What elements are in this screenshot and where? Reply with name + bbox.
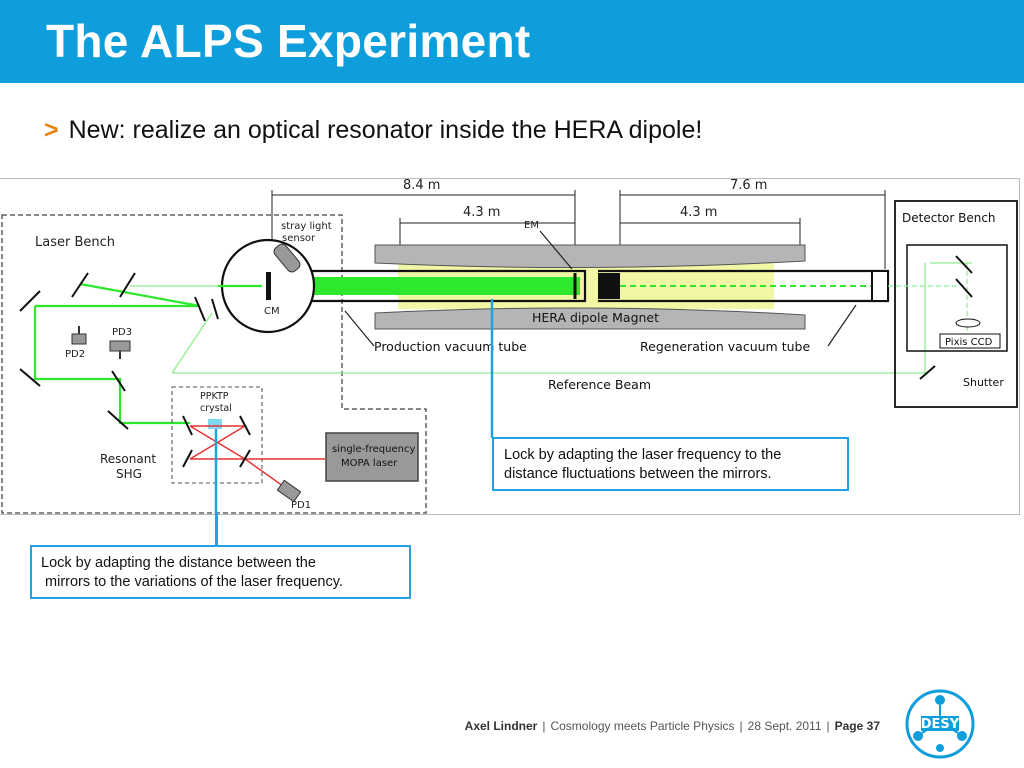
callout-mirror-distance-lock: Lock by adapting the distance between th… [30, 545, 411, 599]
mopa-label-2: MOPA laser [341, 458, 398, 469]
shg-red-cavity [189, 425, 325, 492]
reference-beam-path [130, 262, 972, 374]
cm-label: CM [264, 306, 280, 317]
light-blocking-wall [598, 273, 620, 299]
bullet-marker: > [44, 116, 59, 144]
alps-setup-schematic: Laser Bench 8.4 m 7.6 m 4.3 m 4.3 m HERA… [1, 178, 1018, 515]
resonant-shg-label-1: Resonant [100, 452, 156, 466]
footer-separator-3: | [826, 719, 830, 733]
slide-title: The ALPS Experiment [46, 15, 531, 67]
detector-beam-path [888, 263, 968, 331]
shg-mirrors [182, 415, 251, 468]
detector-mirrors [919, 255, 973, 380]
pd3-label: PD3 [112, 327, 132, 338]
dimension-right-half: 4.3 m [680, 205, 717, 220]
laser-bench-label: Laser Bench [35, 235, 115, 250]
tube-window [871, 270, 889, 302]
laser-bench-outline [1, 214, 427, 514]
production-tube-pointer [344, 310, 375, 347]
pixis-ccd [939, 333, 1001, 349]
detector-bench-label: Detector Bench [902, 211, 996, 225]
dimension-right-total: 7.6 m [730, 179, 767, 193]
ppktp-label-1: PPKTP [200, 391, 229, 402]
em-pointer [539, 230, 573, 270]
dimension-left-total: 8.4 m [403, 179, 440, 193]
pd2-detector [71, 326, 87, 345]
resonant-shg-label-2: SHG [116, 467, 142, 481]
footer-talk: Cosmology meets Particle Physics [550, 719, 735, 733]
title-bar: The ALPS Experiment [0, 0, 1024, 83]
magnet-lower-pole [374, 307, 806, 330]
ppktp-crystal [208, 419, 222, 429]
em-label: EM [524, 220, 539, 231]
magnet-upper-pole [374, 244, 806, 269]
ppktp-label-2: crystal [200, 403, 232, 414]
dimension-left-half: 4.3 m [463, 205, 500, 220]
regeneration-tube-label: Regeneration vacuum tube [640, 339, 810, 354]
pixis-ccd-label: Pixis CCD [945, 337, 993, 348]
detector-inner-box [906, 244, 1008, 352]
footer-date: 28 Sept. 2011 [747, 719, 822, 733]
bullet-point: > New: realize an optical resonator insid… [44, 116, 702, 145]
green-beam-path [33, 282, 262, 425]
pd1-label: PD1 [291, 500, 311, 511]
mopa-label-1: single-frequency [332, 444, 415, 455]
production-cavity-beam [270, 277, 580, 295]
ccd-lens [955, 318, 981, 328]
mopa-laser [325, 432, 419, 482]
shutter-label: Shutter [963, 376, 1004, 389]
desy-logo-icon: DESY [905, 689, 975, 759]
dimension-markers [271, 190, 886, 271]
production-tube-label: Production vacuum tube [374, 339, 527, 354]
cavity-mirror [266, 272, 271, 300]
pd2-label: PD2 [65, 349, 85, 360]
callout-laser-frequency-lock: Lock by adapting the laser frequency to … [492, 437, 849, 491]
footer-author: Axel Lindner [464, 719, 538, 733]
footer: Axel Lindner | Cosmology meets Particle Ph… [0, 719, 880, 733]
reference-beam-label: Reference Beam [548, 377, 651, 392]
stray-light-label-1: stray light [281, 221, 332, 232]
regeneration-tube-pointer [827, 304, 857, 347]
detector-bench-enclosure [894, 200, 1018, 408]
stray-light-label-2: sensor [282, 233, 316, 244]
production-vacuum-tube [262, 269, 587, 303]
hera-magnet-label: HERA dipole Magnet [532, 310, 659, 325]
callout-left-connector-lower [215, 514, 218, 545]
desy-logo-text: DESY [921, 717, 960, 732]
bench-mirrors [19, 272, 219, 430]
footer-separator-1: | [542, 719, 546, 733]
pd3-detector [109, 340, 131, 359]
footer-page: Page 37 [834, 719, 880, 733]
footer-separator-2: | [739, 719, 743, 733]
bullet-text: New: realize an optical resonator inside… [68, 116, 703, 144]
pd1-detector [276, 479, 302, 503]
stray-light-sensor [273, 243, 301, 273]
